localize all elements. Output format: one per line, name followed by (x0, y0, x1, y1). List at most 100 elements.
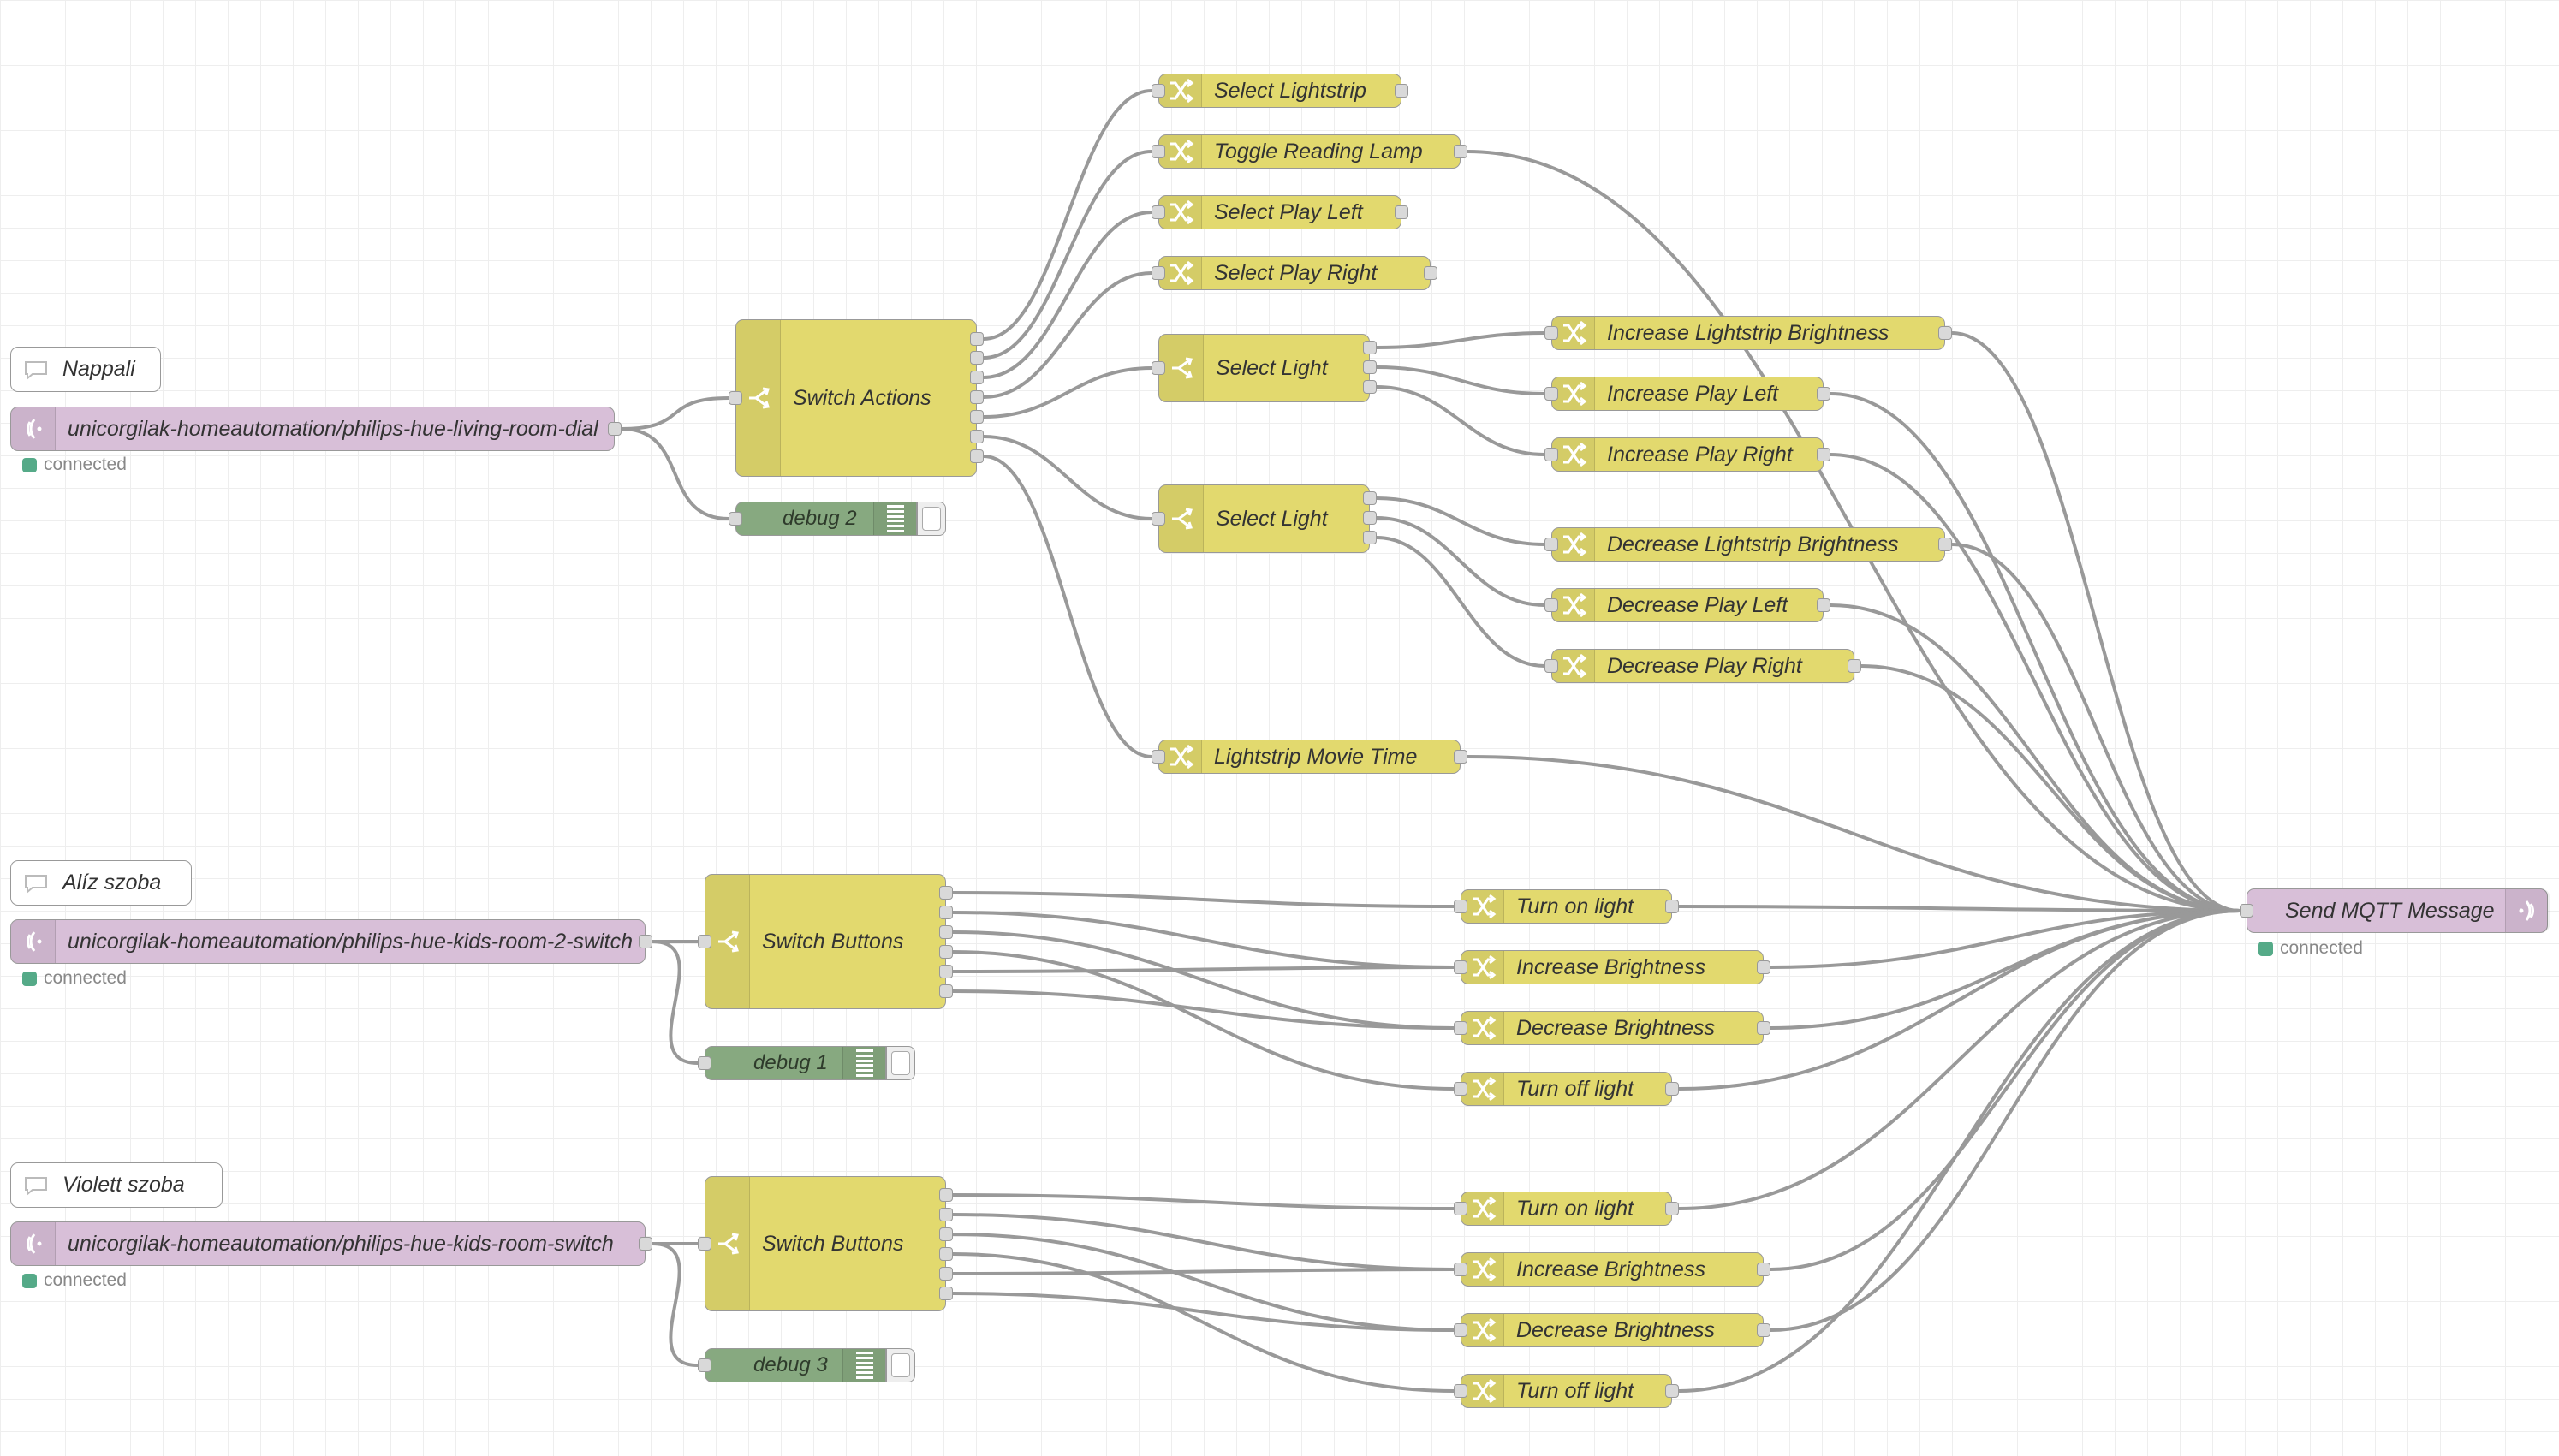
comment-violett-szoba[interactable]: Violett szoba (10, 1162, 223, 1208)
input-port[interactable] (1152, 84, 1165, 98)
wire[interactable] (952, 1233, 1455, 1332)
change-node-dec-play-right[interactable]: Decrease Play Right (1551, 649, 1854, 683)
input-port[interactable] (2240, 904, 2253, 918)
wire[interactable] (952, 911, 1455, 969)
switch-output-port[interactable] (970, 390, 984, 404)
switch-output-port[interactable] (939, 965, 953, 978)
output-port[interactable] (1395, 84, 1408, 98)
output-port[interactable] (1938, 538, 1952, 551)
wire[interactable] (1830, 392, 2241, 912)
change-node-v-inc[interactable]: Increase Brightness (1461, 1252, 1764, 1287)
wire[interactable] (1770, 909, 2241, 1332)
output-port[interactable] (1757, 960, 1770, 974)
debug-2-node[interactable]: debug 2 (735, 502, 917, 536)
input-port[interactable] (1544, 387, 1558, 401)
output-port[interactable] (1757, 1323, 1770, 1337)
input-port[interactable] (1454, 1263, 1467, 1276)
switch-output-port[interactable] (1363, 360, 1377, 374)
input-port[interactable] (1454, 900, 1467, 913)
output-port[interactable] (1848, 659, 1861, 673)
input-port[interactable] (1454, 960, 1467, 974)
wire[interactable] (652, 940, 699, 1065)
output-port[interactable] (1938, 326, 1952, 340)
switch-output-port[interactable] (939, 906, 953, 919)
input-port[interactable] (698, 1056, 711, 1070)
wire[interactable] (983, 89, 1152, 341)
change-node-v-turn-on[interactable]: Turn on light (1461, 1192, 1672, 1226)
wire[interactable] (1376, 385, 1545, 456)
input-port[interactable] (1454, 1202, 1467, 1215)
output-port[interactable] (1757, 1263, 1770, 1276)
debug-3-node[interactable]: debug 3 (705, 1348, 886, 1382)
mqtt-in-kids-room-switch[interactable]: unicorgilak-homeautomation/philips-hue-k… (10, 1221, 646, 1266)
input-port[interactable] (1544, 598, 1558, 612)
wire[interactable] (1830, 453, 2241, 912)
input-port[interactable] (1544, 659, 1558, 673)
wire[interactable] (952, 1252, 1455, 1393)
change-node-v-turn-off[interactable]: Turn off light (1461, 1374, 1672, 1408)
wire[interactable] (1376, 331, 1545, 349)
wire[interactable] (983, 435, 1152, 520)
output-port[interactable] (1454, 750, 1467, 764)
wire[interactable] (1860, 664, 2241, 912)
wire[interactable] (1467, 755, 2241, 912)
wire[interactable] (1376, 536, 1545, 668)
debug-toggle-button[interactable] (886, 1348, 915, 1382)
switch-output-port[interactable] (939, 886, 953, 900)
input-port[interactable] (1544, 538, 1558, 551)
wire[interactable] (1951, 331, 2241, 912)
output-port[interactable] (639, 935, 652, 948)
change-node-select-play-left[interactable]: Select Play Left (1158, 195, 1401, 229)
wire[interactable] (1376, 496, 1545, 546)
input-port[interactable] (1454, 1323, 1467, 1337)
output-port[interactable] (1817, 448, 1830, 461)
change-node-a-turn-on[interactable]: Turn on light (1461, 889, 1672, 924)
input-port[interactable] (1152, 145, 1165, 158)
switch-output-port[interactable] (939, 925, 953, 939)
change-node-a-inc[interactable]: Increase Brightness (1461, 950, 1764, 984)
switch-output-port[interactable] (939, 984, 953, 998)
output-port[interactable] (1757, 1021, 1770, 1035)
wire[interactable] (1951, 543, 2241, 912)
wire[interactable] (952, 1292, 1455, 1332)
switch-output-port[interactable] (939, 1208, 953, 1221)
switch-output-port[interactable] (939, 1188, 953, 1202)
wire[interactable] (952, 930, 1455, 1030)
wire[interactable] (983, 455, 1152, 758)
wire[interactable] (983, 150, 1152, 360)
output-port[interactable] (1395, 205, 1408, 219)
wire[interactable] (1678, 909, 2241, 1210)
change-node-dec-play-left[interactable]: Decrease Play Left (1551, 588, 1824, 622)
wire[interactable] (652, 1242, 699, 1367)
wire[interactable] (952, 1193, 1455, 1210)
change-node-inc-play-right[interactable]: Increase Play Right (1551, 437, 1824, 472)
input-port[interactable] (1454, 1021, 1467, 1035)
switch-output-port[interactable] (970, 410, 984, 424)
change-node-movie-time[interactable]: Lightstrip Movie Time (1158, 740, 1461, 774)
input-port[interactable] (729, 391, 742, 405)
debug-1-node[interactable]: debug 1 (705, 1046, 886, 1080)
input-port[interactable] (698, 935, 711, 948)
output-port[interactable] (1817, 387, 1830, 401)
output-port[interactable] (639, 1237, 652, 1251)
change-node-inc-lightstrip[interactable]: Increase Lightstrip Brightness (1551, 316, 1945, 350)
send-mqtt-message-node[interactable]: Send MQTT Message (2247, 888, 2550, 933)
change-node-select-lightstrip[interactable]: Select Lightstrip (1158, 74, 1401, 108)
wire[interactable] (983, 211, 1152, 379)
output-port[interactable] (608, 422, 622, 436)
select-light-increase-node[interactable]: Select Light (1158, 334, 1370, 402)
wire[interactable] (1678, 909, 2241, 1393)
switch-output-port[interactable] (1363, 380, 1377, 394)
wire[interactable] (952, 891, 1455, 908)
wire[interactable] (952, 950, 1455, 1091)
switch-buttons-aliz-node[interactable]: Switch Buttons (705, 874, 946, 1009)
output-port[interactable] (1665, 1082, 1679, 1096)
comment-nappali[interactable]: Nappali (10, 347, 161, 392)
change-node-toggle-reading-lamp[interactable]: Toggle Reading Lamp (1158, 134, 1461, 169)
change-node-inc-play-left[interactable]: Increase Play Left (1551, 377, 1824, 411)
change-node-a-dec[interactable]: Decrease Brightness (1461, 1011, 1764, 1045)
wire[interactable] (1376, 365, 1545, 395)
switch-output-port[interactable] (970, 430, 984, 443)
input-port[interactable] (1544, 326, 1558, 340)
wire[interactable] (1376, 516, 1545, 607)
